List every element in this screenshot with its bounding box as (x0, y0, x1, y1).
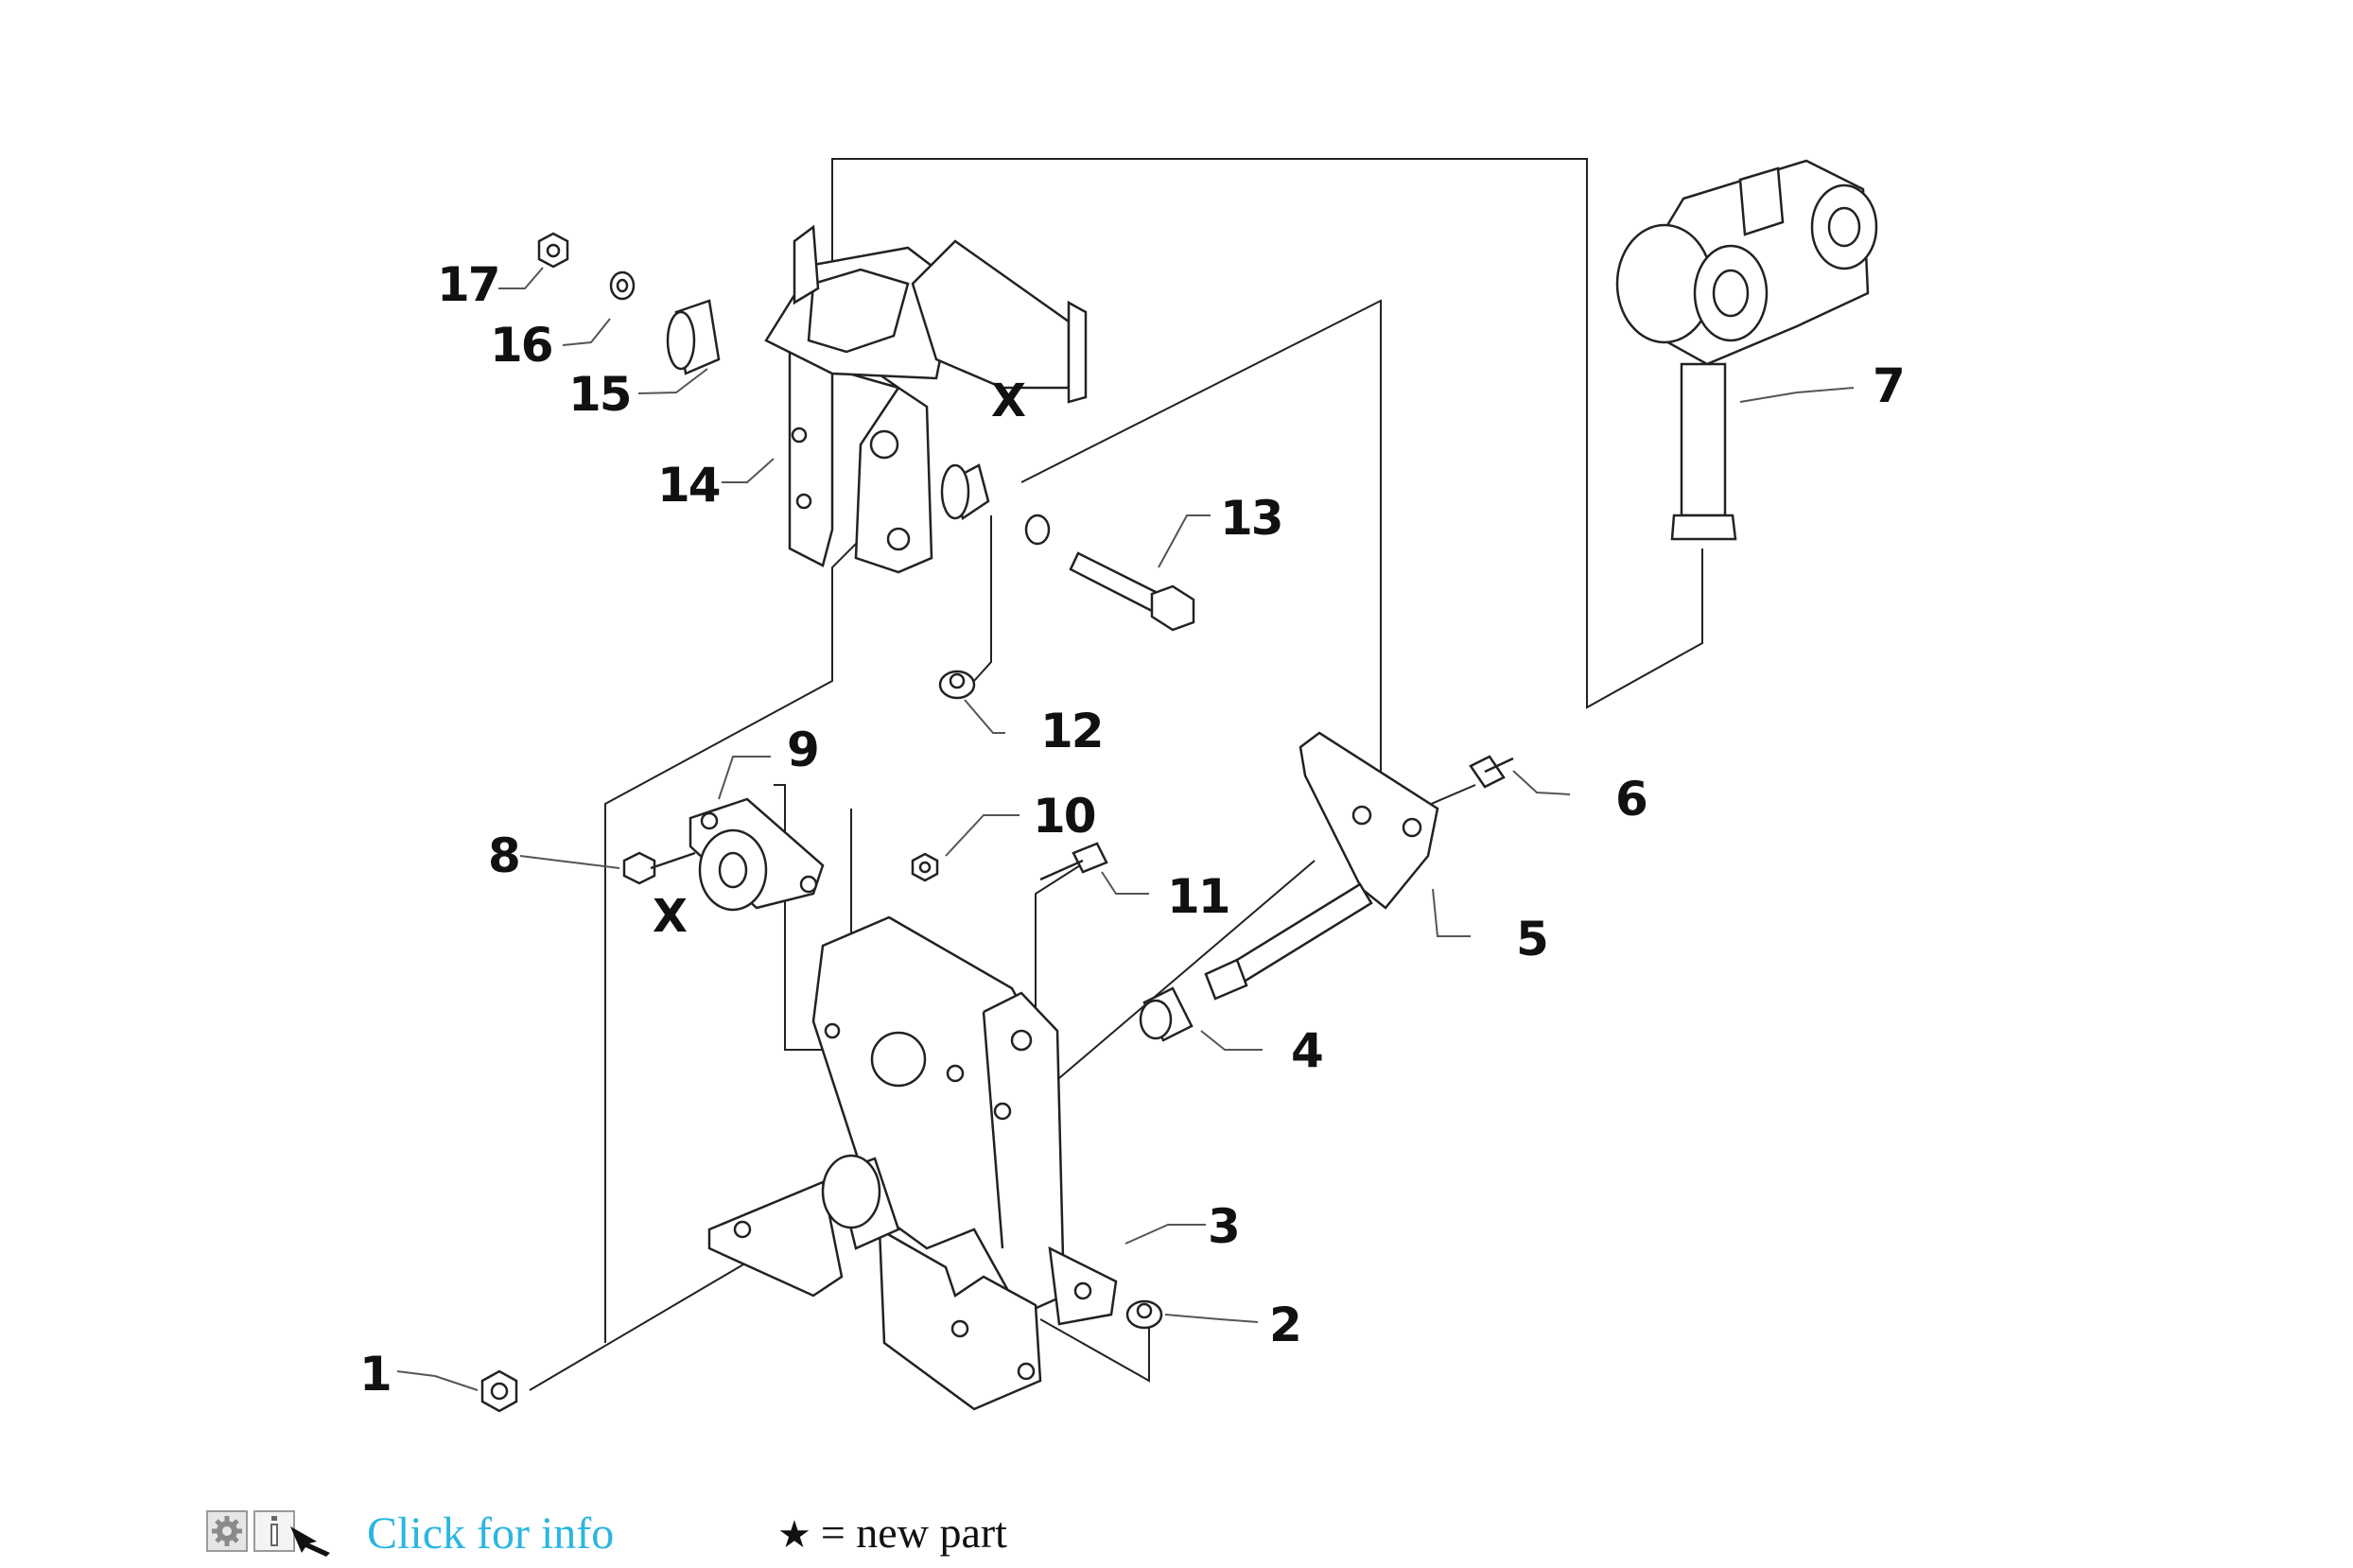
callout-9: 9 (787, 723, 818, 777)
callout-6: 6 (1615, 772, 1647, 827)
info-button[interactable] (253, 1510, 295, 1552)
part-14-upper-bracket (764, 224, 1088, 574)
callout-numbers: 1 2 3 4 5 6 7 8 9 10 11 12 13 14 15 16 1… (359, 257, 1906, 1402)
callout-15: 15 (568, 367, 631, 422)
part-3-main-bracket (707, 915, 1118, 1411)
info-link[interactable]: Click for info (367, 1508, 615, 1559)
footer-bar (0, 1504, 2353, 1568)
callout-7: 7 (1873, 358, 1904, 413)
gear-button[interactable] (206, 1510, 248, 1552)
pointer-arrow-icon (290, 1526, 330, 1557)
marker-x-lower: X (653, 890, 688, 943)
callout-5: 5 (1516, 912, 1547, 967)
info-pointer-icon (270, 1516, 278, 1546)
callout-3: 3 (1208, 1199, 1239, 1254)
part-13-bolt (940, 463, 1195, 632)
callout-2: 2 (1269, 1298, 1300, 1352)
leader-lines (396, 267, 1855, 1391)
part-5-plate-shaft (1204, 731, 1439, 1001)
part-8-bolt (622, 851, 696, 885)
callout-12: 12 (1040, 704, 1103, 758)
part-4-bushing (1139, 986, 1194, 1042)
callout-10: 10 (1033, 789, 1095, 844)
part-1-nut (480, 1369, 518, 1413)
callout-4: 4 (1291, 1023, 1322, 1078)
new-part-legend: ★= new part (777, 1507, 1007, 1558)
callout-14: 14 (657, 458, 720, 513)
part-7-bushing-assembly (1615, 159, 1878, 541)
part-9-rubber-mount (688, 797, 825, 912)
callout-16: 16 (490, 318, 552, 373)
part-2-flange-nut (1125, 1299, 1163, 1330)
callout-1: 1 (359, 1347, 391, 1402)
legend-text: = new part (820, 1508, 1007, 1557)
part-17-nut (537, 232, 569, 269)
marker-x-upper: X (991, 375, 1026, 427)
part-10-nut (911, 852, 939, 882)
callout-8: 8 (488, 828, 519, 883)
part-12-flange-nut (938, 670, 976, 700)
callout-17: 17 (437, 257, 499, 312)
part-6-screw (1469, 755, 1514, 789)
callout-11: 11 (1167, 869, 1229, 924)
part-16-washer (609, 270, 636, 301)
part-15-spacer (666, 299, 721, 375)
gear-icon (212, 1516, 242, 1546)
callout-13: 13 (1220, 491, 1282, 546)
star-icon: ★ (777, 1513, 811, 1557)
part-11-screw (1039, 842, 1108, 881)
